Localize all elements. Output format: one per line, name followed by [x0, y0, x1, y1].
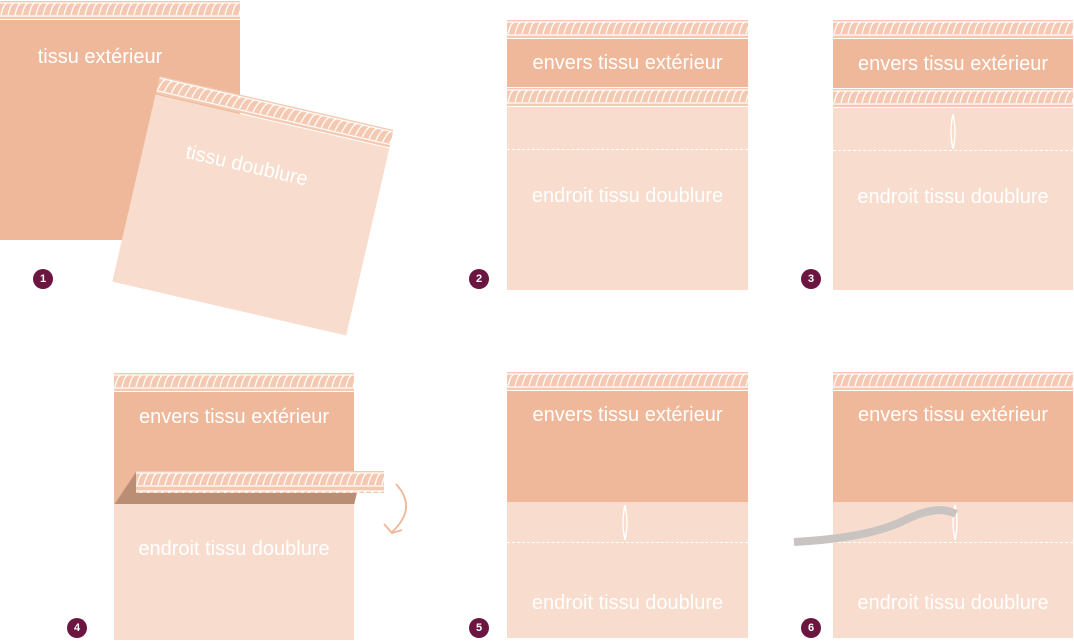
step-badge: 2	[469, 269, 489, 289]
lining-fabric-label: endroit tissu doublure	[138, 538, 330, 560]
overlock-edge	[155, 75, 394, 148]
lining-fabric	[507, 107, 748, 290]
exterior-fabric	[833, 391, 1073, 502]
lining-fabric-label: endroit tissu doublure	[531, 185, 724, 207]
step-6: envers tissu extérieur endroit tissu dou…	[790, 340, 1074, 642]
lining-fabric-label: endroit tissu doublure	[531, 592, 724, 614]
folded-overlock-edge	[136, 471, 384, 493]
fold-line	[833, 150, 1073, 151]
overlock-edge	[507, 88, 748, 106]
ribbon-icon	[793, 506, 958, 546]
overlock-edge	[0, 1, 240, 19]
overlock-edge	[833, 372, 1073, 390]
step-badge: 5	[469, 618, 489, 638]
fold-line	[507, 542, 748, 543]
lining-fabric-label: endroit tissu doublure	[857, 186, 1049, 208]
opening-slit-icon	[950, 113, 956, 150]
exterior-fabric	[833, 39, 1073, 88]
exterior-fabric	[507, 39, 748, 87]
step-badge: 6	[801, 618, 821, 638]
overlock-edge	[833, 89, 1073, 107]
exterior-fabric-label: envers tissu extérieur	[532, 52, 723, 74]
overlock-edge	[114, 373, 354, 391]
lining-fabric-label: endroit tissu doublure	[857, 592, 1049, 614]
step-5: envers tissu extérieur endroit tissu dou…	[460, 340, 790, 642]
fold-line	[507, 149, 748, 150]
opening-slit-icon	[622, 504, 628, 541]
step-badge: 1	[33, 269, 53, 289]
exterior-fabric-label: envers tissu extérieur	[857, 53, 1049, 75]
exterior-fabric-label: envers tissu extérieur	[857, 404, 1049, 426]
step-1: tissu extérieur tissu doublure 1	[0, 0, 460, 336]
step-badge: 4	[67, 618, 87, 638]
fold-line	[833, 542, 1073, 543]
lining-fabric-rotated: tissu doublure	[112, 75, 394, 336]
step-badge: 3	[801, 269, 821, 289]
lining-fabric	[114, 504, 354, 640]
step-2: envers tissu extérieur endroit tissu dou…	[460, 0, 790, 320]
exterior-fabric-label: envers tissu extérieur	[138, 406, 330, 428]
overlock-edge	[507, 20, 748, 38]
overlock-edge	[833, 20, 1073, 38]
step-4: envers tissu extérieur endroit tissu dou…	[0, 340, 460, 642]
lining-fabric	[833, 108, 1073, 290]
step-3: envers tissu extérieur endroit tissu dou…	[790, 0, 1074, 320]
overlock-edge	[507, 372, 748, 390]
exterior-fabric-label: tissu extérieur	[37, 46, 163, 68]
fold-arrow-icon	[383, 483, 407, 535]
exterior-fabric	[507, 391, 748, 502]
exterior-fabric-label: envers tissu extérieur	[532, 404, 723, 426]
